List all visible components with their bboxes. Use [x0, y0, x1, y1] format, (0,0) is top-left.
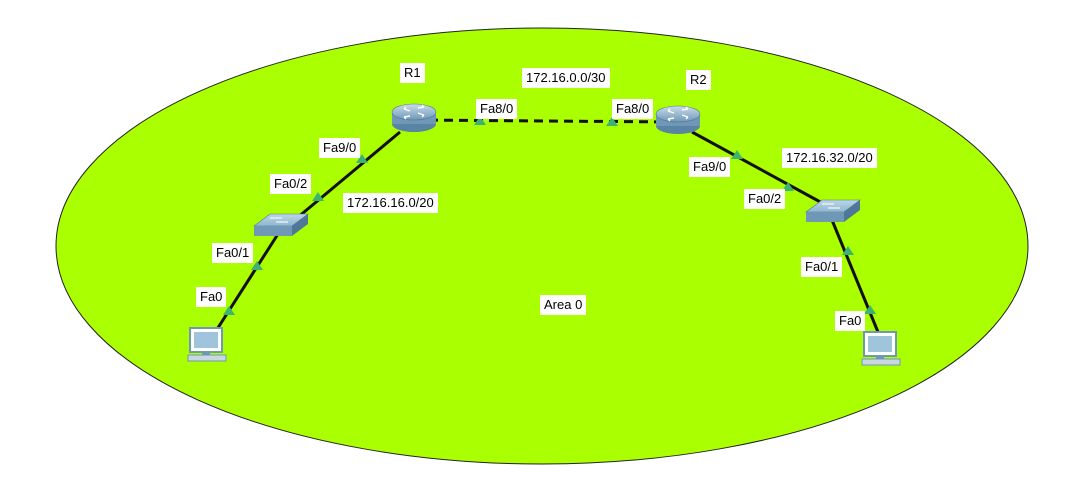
area-0-region: [55, 27, 1029, 465]
port-label-sw2-fa01: Fa0/1: [801, 257, 843, 277]
port-marker-sw2-fa01: [842, 246, 854, 255]
port-label-r2-fa8: Fa8/0: [612, 99, 654, 119]
router-r1-label: R1: [400, 63, 425, 83]
port-marker-sw1-fa02: [312, 192, 324, 201]
port-marker-pc1-fa0: [223, 306, 235, 315]
pc1-icon[interactable]: [187, 327, 227, 362]
port-label-sw2-fa02: Fa0/2: [744, 189, 786, 209]
port-marker-sw2-fa02: [782, 182, 794, 191]
port-label-r2-fa9: Fa9/0: [689, 157, 731, 177]
router-r2-icon[interactable]: [655, 105, 701, 134]
port-label-sw1-fa02: Fa0/2: [270, 174, 312, 194]
area-label: Area 0: [540, 295, 587, 315]
link-r2-sw2[interactable]: [691, 130, 825, 206]
switch-sw2-icon[interactable]: [805, 199, 861, 222]
port-marker-r2-fa9: [731, 150, 743, 159]
port-label-pc2-fa0: Fa0: [835, 311, 866, 331]
port-label-sw1-fa01: Fa0/1: [212, 243, 254, 263]
pc2-icon[interactable]: [861, 331, 901, 366]
port-label-r1-fa9: Fa9/0: [319, 138, 361, 158]
switch-sw1-icon[interactable]: [253, 213, 309, 236]
network-label-r2-lan: 172.16.32.0/20: [782, 148, 877, 168]
router-r1-icon[interactable]: [391, 103, 437, 132]
port-marker-r2-fa8: [606, 117, 618, 126]
link-r1-sw1[interactable]: [284, 130, 401, 230]
link-sw1-pc1[interactable]: [212, 233, 280, 335]
network-label-r1-lan: 172.16.16.0/20: [343, 193, 438, 213]
port-marker-pc2-fa0: [864, 305, 876, 314]
port-marker-sw1-fa01: [251, 261, 263, 270]
port-marker-r1-fa8: [474, 116, 486, 125]
port-label-r1-fa8: Fa8/0: [476, 99, 518, 119]
network-label-r1-r2: 172.16.0.0/30: [522, 68, 610, 88]
port-marker-r1-fa9: [356, 154, 368, 163]
router-r2-label: R2: [686, 70, 711, 90]
port-markers: [223, 116, 876, 315]
port-label-pc1-fa0: Fa0: [196, 287, 227, 307]
